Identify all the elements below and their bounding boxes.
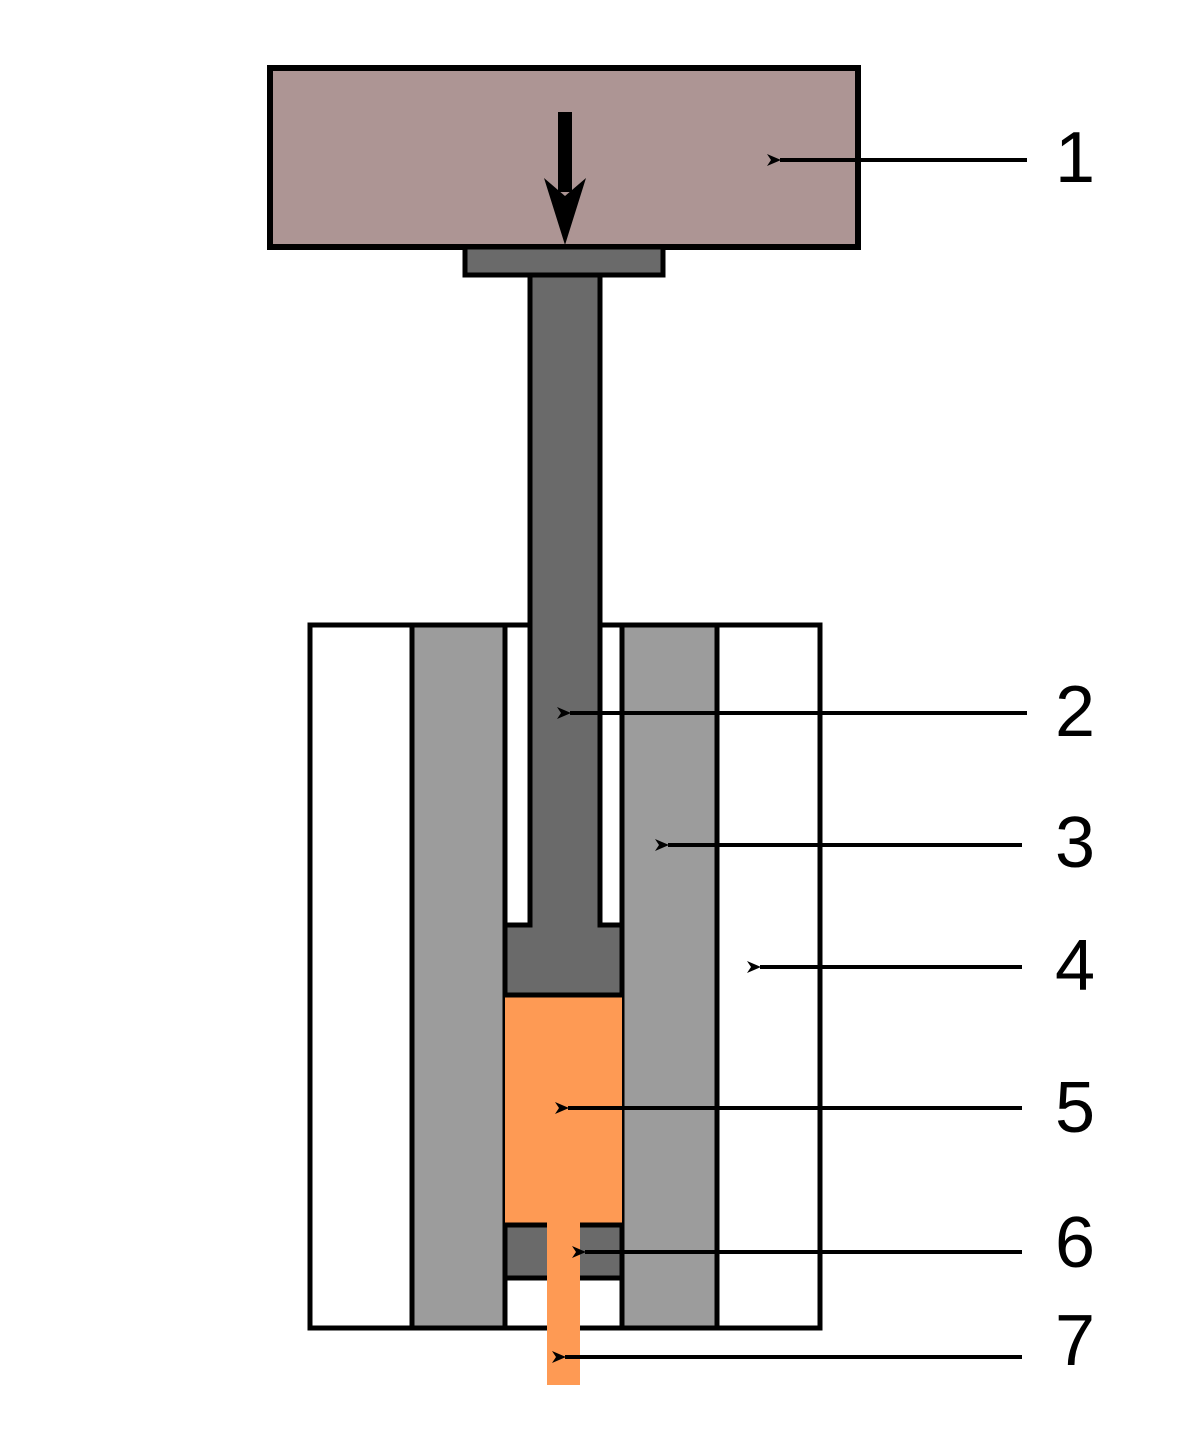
extrudate [547,1222,580,1385]
container-liner-left [409,622,508,1331]
arrow-down-icon [544,112,586,245]
label-5: 5 [1055,1068,1095,1148]
label-1: 1 [1055,118,1095,198]
label-7: 7 [1055,1301,1095,1381]
punch [502,272,625,998]
label-3: 3 [1055,803,1095,883]
container-liner-right [619,622,720,1331]
label-6: 6 [1055,1203,1095,1283]
label-4: 4 [1055,926,1095,1006]
label-2: 2 [1055,672,1095,752]
pressure-plate [462,244,666,278]
